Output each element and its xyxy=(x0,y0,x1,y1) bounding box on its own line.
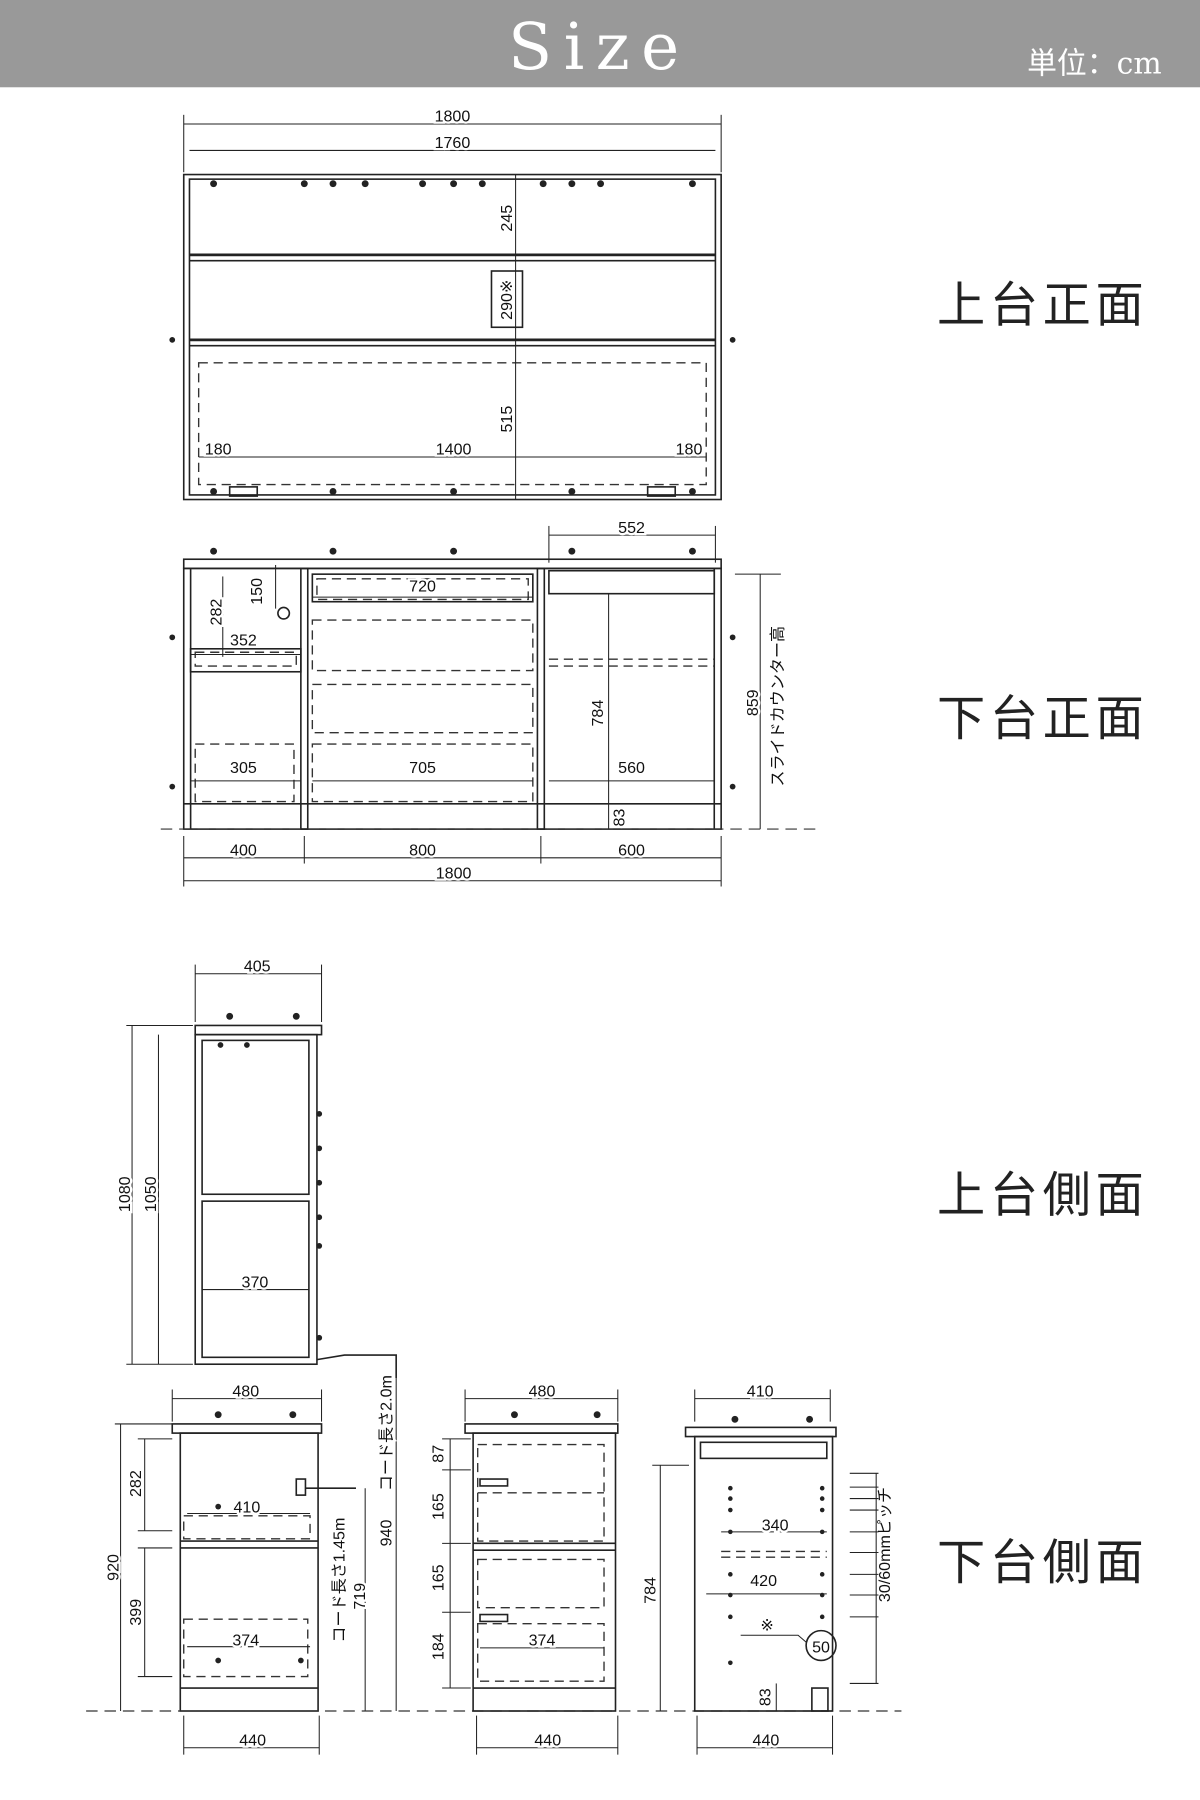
cord-length-20: コード長さ2.0m xyxy=(378,1375,396,1491)
dim-lower-front-150: 150 xyxy=(248,578,266,605)
dim-lower-front-560: 560 xyxy=(618,759,645,777)
upper-front-drawing xyxy=(169,114,736,501)
dim-lower-side-left-719: 719 xyxy=(351,1583,369,1610)
dim-lower-front-552: 552 xyxy=(618,519,645,537)
dim-lower-front-400: 400 xyxy=(230,842,257,860)
dim-lower-side-left-374: 374 xyxy=(232,1632,259,1650)
dim-lower-side-left-920: 920 xyxy=(104,1554,122,1581)
label-lower-side: 下台側面 xyxy=(937,1535,1148,1591)
shelf-pitch-label: 30/60mmピッチ xyxy=(876,1487,894,1602)
dim-lower-front-352: 352 xyxy=(230,631,257,649)
dim-lower-front-800: 800 xyxy=(409,842,436,860)
dim-lower-side-right-340: 340 xyxy=(762,1517,789,1535)
note-mark: ※ xyxy=(760,1617,773,1635)
dim-lower-side-right-420: 420 xyxy=(750,1572,777,1590)
lower-side-right-drawing xyxy=(652,1389,879,1755)
dim-lower-side-middle-480: 480 xyxy=(529,1382,556,1400)
upper-side-drawing xyxy=(126,964,397,1378)
dim-upper-side-1080: 1080 xyxy=(116,1176,134,1212)
dim-lower-front-784: 784 xyxy=(589,700,607,727)
dim-lower-side-right-440: 440 xyxy=(753,1731,780,1749)
dim-lower-front-859: 859 xyxy=(744,689,762,716)
dim-lower-side-middle-87: 87 xyxy=(429,1445,447,1463)
dim-upper-side-405: 405 xyxy=(244,957,271,975)
dim-lower-side-left-399: 399 xyxy=(127,1599,145,1626)
dim-lower-side-right-410: 410 xyxy=(747,1382,774,1400)
dim-upper-side-1050: 1050 xyxy=(142,1176,160,1212)
header-bar xyxy=(0,0,1200,88)
dim-lower-side-left-480: 480 xyxy=(232,1382,259,1400)
dim-lower-front-720: 720 xyxy=(409,577,436,595)
dim-upper-front-245: 245 xyxy=(498,205,516,232)
label-lower-front: 下台正面 xyxy=(937,691,1148,747)
dim-lower-side-left-282: 282 xyxy=(127,1470,145,1497)
lower-front-drawing xyxy=(160,525,816,887)
dim-upper-front-1400: 1400 xyxy=(436,441,472,459)
dim-upper-side-370: 370 xyxy=(242,1273,269,1291)
dim-upper-front-1800: 1800 xyxy=(435,108,471,126)
dim-upper-front-1760: 1760 xyxy=(435,134,471,152)
dim-lower-side-middle-440: 440 xyxy=(534,1731,561,1749)
dim-lower-front-705: 705 xyxy=(409,759,436,777)
cord-length-145: コード長さ1.45m xyxy=(330,1518,348,1643)
dim-lower-side-middle-165a: 165 xyxy=(429,1493,447,1520)
dim-lower-side-right-784: 784 xyxy=(642,1577,660,1604)
lower-side-left-drawing xyxy=(86,1377,902,1755)
dim-lower-front-83: 83 xyxy=(611,809,629,827)
label-upper-front: 上台正面 xyxy=(937,278,1148,334)
dim-lower-side-right-83: 83 xyxy=(757,1688,775,1706)
header-title: Size xyxy=(508,10,690,85)
dim-lower-side-left-940: 940 xyxy=(378,1520,396,1547)
lower-side-middle-drawing xyxy=(442,1389,619,1755)
dim-upper-front-515: 515 xyxy=(498,406,516,433)
counter-height-label: スライドカウンター高 xyxy=(769,626,787,787)
unit-label: 単位：cm xyxy=(1027,46,1162,81)
dim-upper-front-290: 290※ xyxy=(498,280,516,320)
dim-lower-front-600: 600 xyxy=(618,842,645,860)
dim-lower-side-middle-165b: 165 xyxy=(429,1564,447,1591)
dim-lower-front-1800: 1800 xyxy=(436,864,472,882)
dim-upper-front-180-left: 180 xyxy=(205,441,232,459)
dim-lower-front-282: 282 xyxy=(208,599,226,626)
dim-lower-front-305: 305 xyxy=(230,759,257,777)
label-upper-side: 上台側面 xyxy=(937,1167,1148,1223)
dim-lower-side-middle-184: 184 xyxy=(429,1633,447,1660)
dim-upper-front-180-right: 180 xyxy=(676,441,703,459)
dim-lower-side-right-50: 50 xyxy=(812,1638,830,1656)
dim-lower-side-middle-374: 374 xyxy=(529,1632,556,1650)
dim-lower-side-left-410: 410 xyxy=(233,1498,260,1516)
dim-lower-side-left-440: 440 xyxy=(239,1731,266,1749)
